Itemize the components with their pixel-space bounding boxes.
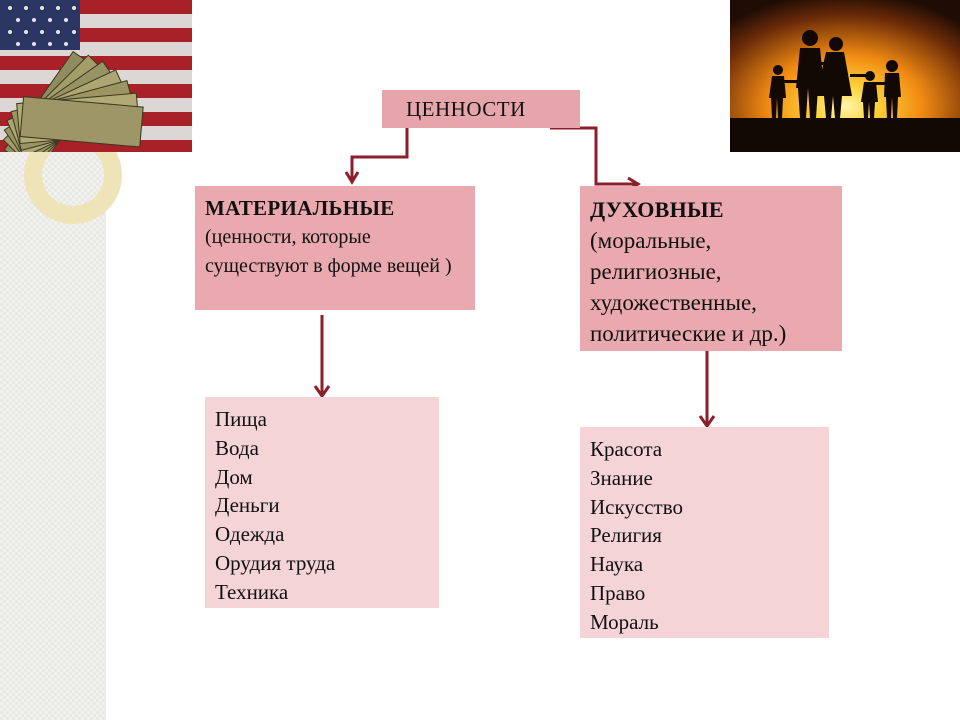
list-item: Вода	[215, 435, 259, 460]
spiritual-items-list: Красота Знание Искусство Религия Наука П…	[580, 427, 829, 638]
list-item: Орудия труда	[215, 550, 336, 575]
money-photo	[0, 0, 192, 152]
arrow-root-to-spiritual	[550, 126, 636, 186]
list-item: Искусство	[590, 494, 683, 519]
list-item: Право	[590, 580, 646, 605]
list-item: Одежда	[215, 522, 285, 547]
family-photo	[730, 0, 960, 152]
list-item: Знание	[590, 465, 653, 490]
root-node-values: ЦЕННОСТИ	[382, 90, 580, 128]
side-pattern-decoration	[0, 150, 106, 720]
material-values-node: МАТЕРИАЛЬНЫЕ (ценности, которые существу…	[195, 186, 475, 310]
list-item: Деньги	[215, 493, 280, 518]
list-item: Пища	[215, 407, 267, 431]
list-item: Техника	[215, 579, 289, 604]
material-items-list: Пища Вода Дом Деньги Одежда Орудия труда…	[205, 397, 439, 608]
spiritual-values-label: ДУХОВНЫЕ	[590, 197, 724, 222]
material-values-description: (ценности, которые существуют в форме ве…	[205, 226, 452, 277]
list-item: Красота	[590, 437, 663, 461]
arrowhead-material	[344, 171, 360, 185]
root-node-label: ЦЕННОСТИ	[406, 97, 526, 121]
arrowhead-spiritual-items	[698, 415, 716, 429]
arrowhead-material-items	[313, 385, 331, 399]
list-item: Мораль	[590, 609, 659, 634]
spiritual-values-description: (моральные, религиозные, художественные,…	[590, 228, 787, 346]
list-item: Дом	[215, 464, 253, 489]
arrow-root-to-material	[350, 128, 409, 180]
material-values-label: МАТЕРИАЛЬНЫЕ	[205, 196, 395, 220]
spiritual-values-node: ДУХОВНЫЕ (моральные, религиозные, художе…	[580, 186, 842, 351]
list-item: Религия	[590, 523, 662, 548]
list-item: Наука	[590, 552, 644, 577]
